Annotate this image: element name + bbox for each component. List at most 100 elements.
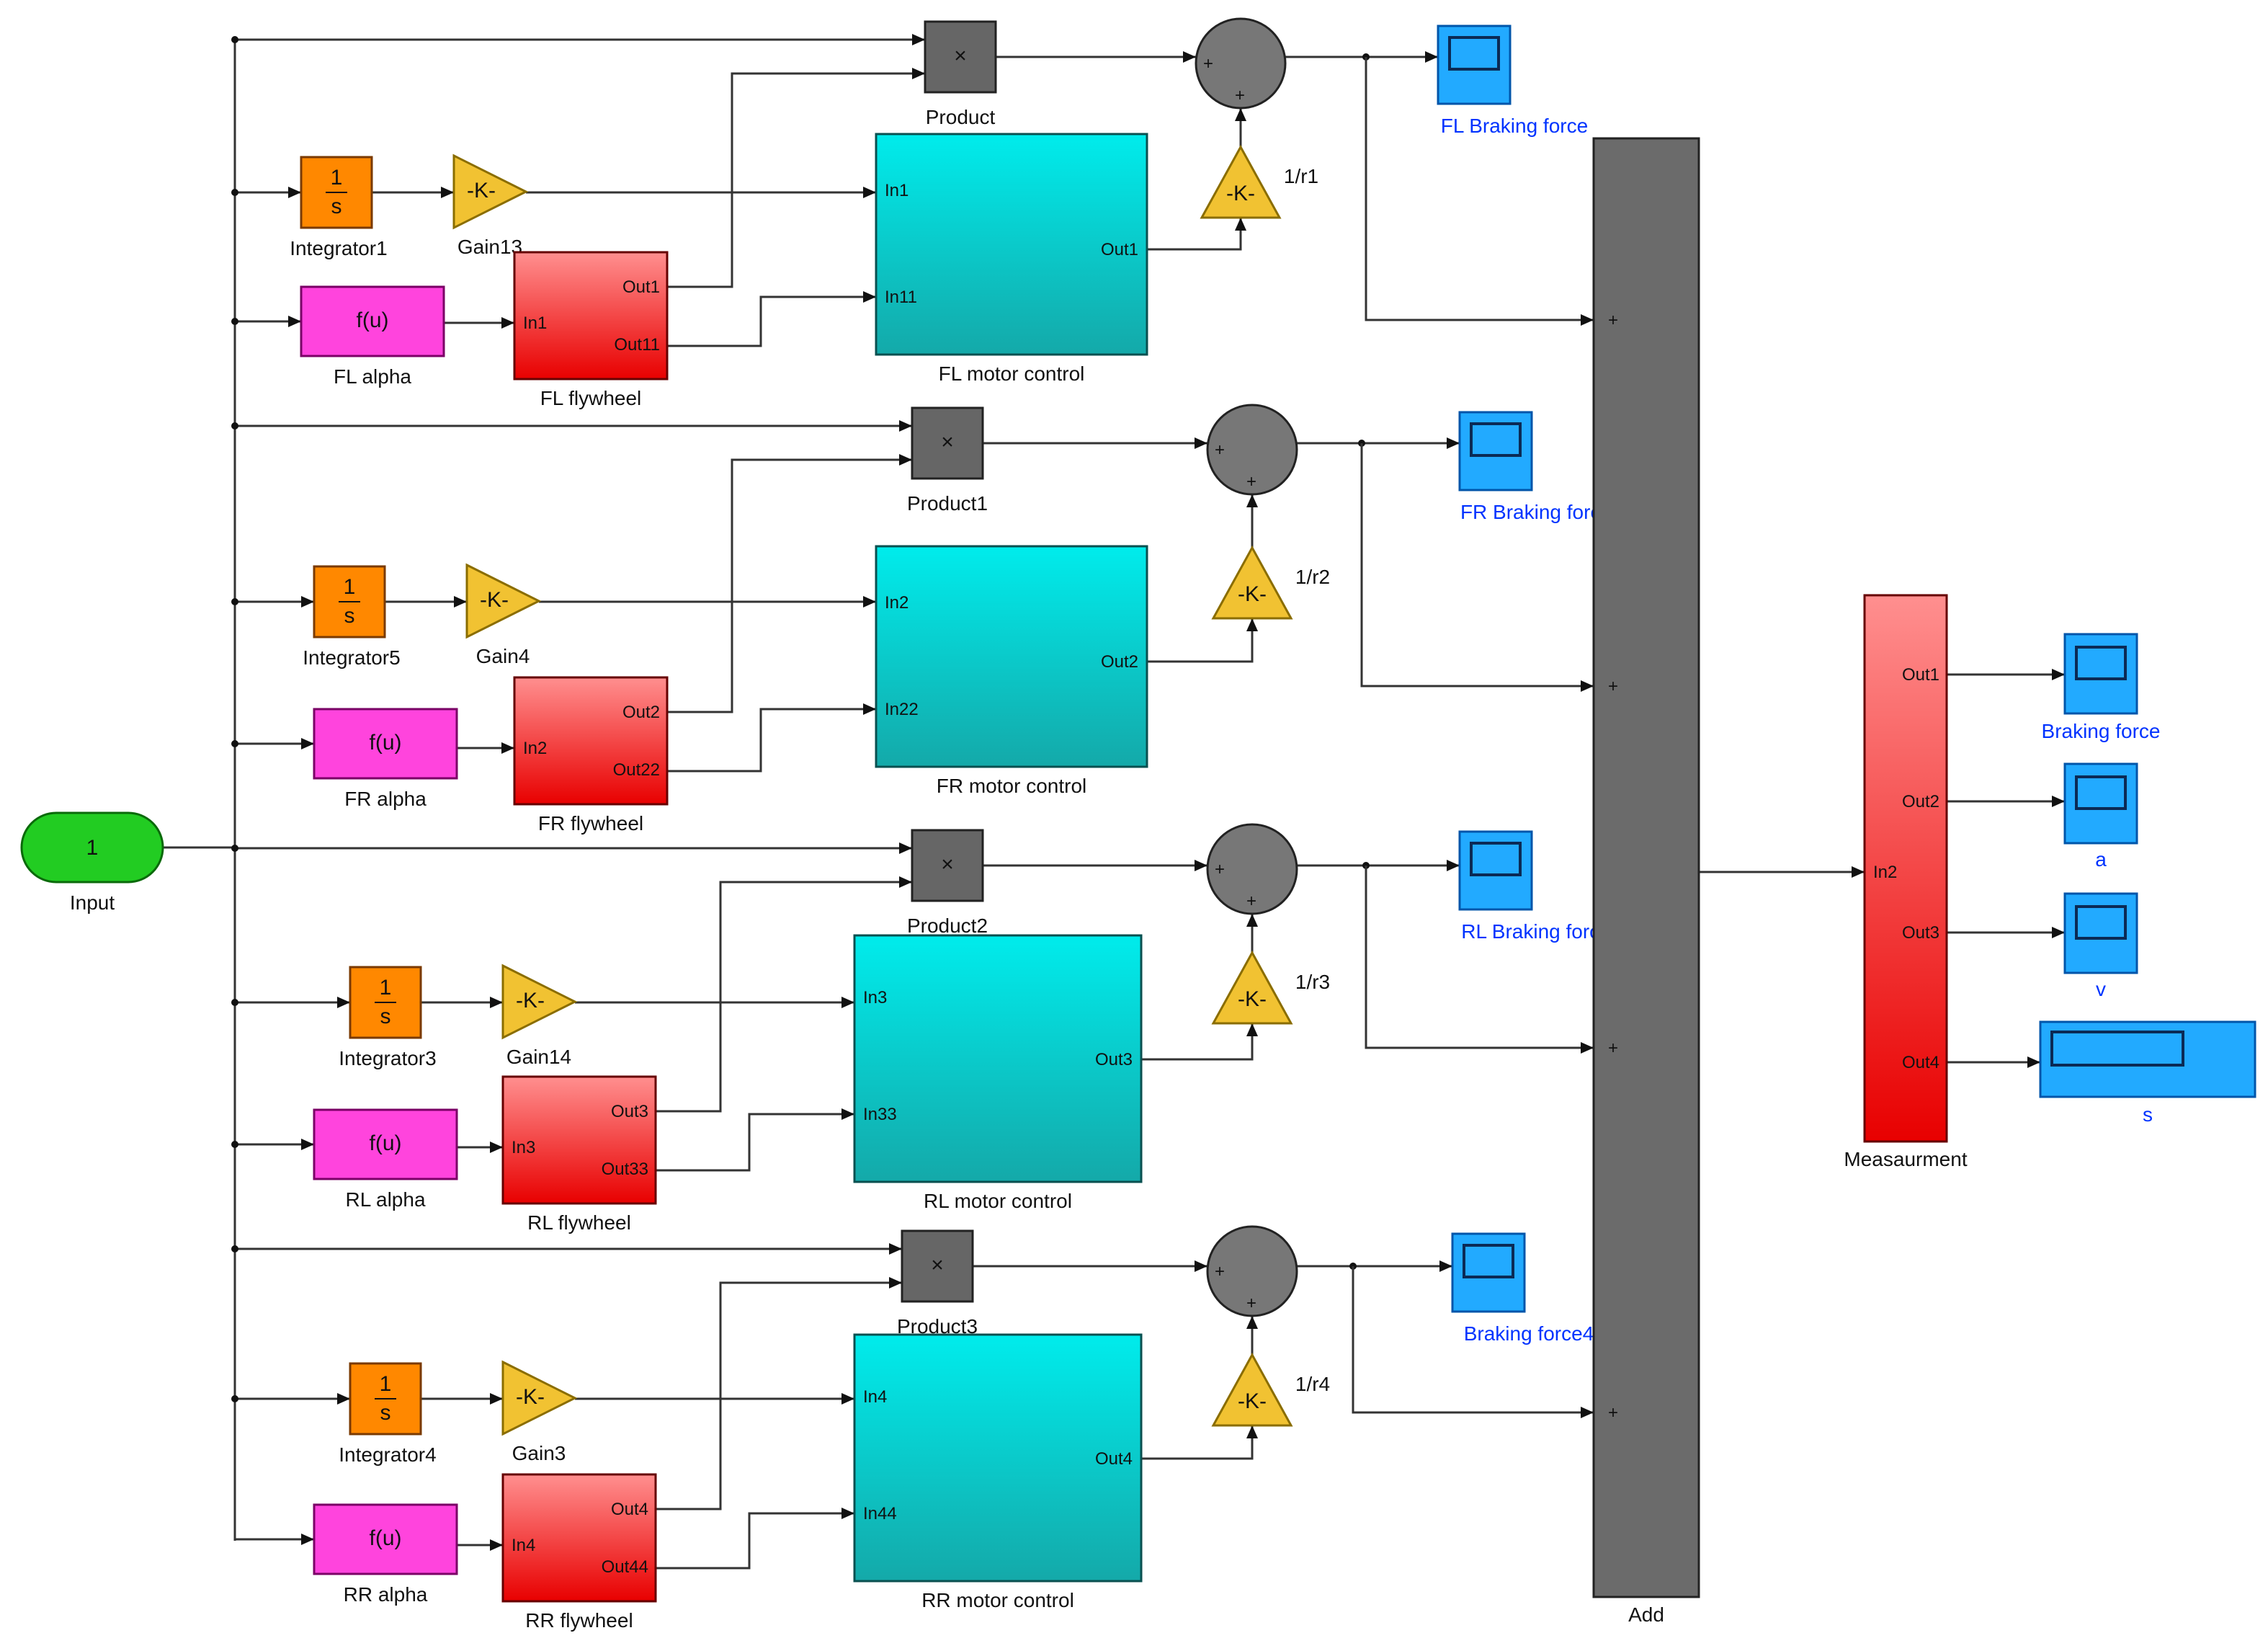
sum-plus: + xyxy=(1235,86,1245,105)
product-block[interactable] xyxy=(901,1229,974,1303)
flywheel-label: FL flywheel xyxy=(540,387,642,409)
measurement-block[interactable]: In2 Out1 Out2 Out3 Out4 Measaurment xyxy=(1844,594,1968,1170)
arrow-head-icon xyxy=(899,876,912,888)
gain-label: Gain4 xyxy=(476,645,530,667)
motor-control-block[interactable] xyxy=(875,133,1148,356)
inverse-radius-gain-block[interactable] xyxy=(1211,545,1293,620)
alpha-fcn-block[interactable] xyxy=(313,708,458,780)
add-plus-2: + xyxy=(1608,677,1618,696)
arrow-head-icon xyxy=(841,1108,854,1120)
arrow-head-icon xyxy=(1581,314,1594,326)
gain-block[interactable] xyxy=(465,563,542,639)
arrow-head-icon xyxy=(2052,669,2065,680)
flywheel-in-port: In2 xyxy=(523,739,547,758)
flywheel-to-motor[interactable] xyxy=(656,1512,854,1570)
arrow-head-icon xyxy=(899,842,912,854)
flywheel-block[interactable] xyxy=(501,1075,657,1205)
branch-point xyxy=(231,1141,238,1148)
flywheel-to-product[interactable] xyxy=(667,458,912,713)
signal-wires xyxy=(163,34,2065,1570)
row-4: ×Product3++Braking force4-K-1/r41sIntegr… xyxy=(313,1225,1594,1632)
braking-force-scope-label: FL Braking force xyxy=(1441,115,1588,137)
branch-point xyxy=(231,189,238,196)
arrow-head-icon xyxy=(490,1393,503,1405)
motor-to-gain[interactable] xyxy=(1147,618,1254,663)
product-block[interactable] xyxy=(924,20,997,94)
arrow-head-icon xyxy=(2052,796,2065,807)
integrator-denominator: s xyxy=(380,1401,391,1425)
add-block-shape[interactable] xyxy=(1592,137,1700,1598)
sum-plus: + xyxy=(1203,54,1213,74)
arrow-head-icon xyxy=(490,1142,503,1153)
arrow-head-icon xyxy=(301,596,314,608)
sum-block[interactable] xyxy=(1206,823,1298,915)
flywheel-to-motor[interactable] xyxy=(656,1113,854,1172)
alpha-fcn-block[interactable] xyxy=(313,1503,458,1575)
inverse-radius-gain-label: 1/r2 xyxy=(1295,566,1330,588)
gain-symbol: -K- xyxy=(1238,582,1267,606)
sum-to-add[interactable] xyxy=(1360,443,1594,687)
flywheel-block[interactable] xyxy=(513,251,669,381)
gain-block[interactable] xyxy=(452,153,529,230)
sum-block[interactable] xyxy=(1206,1225,1298,1317)
arrow-head-icon xyxy=(1581,1042,1594,1054)
output-scope-braking-force[interactable]: Braking force xyxy=(2042,633,2161,742)
motor-to-gain[interactable] xyxy=(1141,1425,1254,1460)
flywheel-to-product[interactable] xyxy=(667,72,925,288)
motor-control-label: FL motor control xyxy=(939,362,1085,385)
product-block[interactable] xyxy=(911,406,984,480)
motor-to-gain[interactable] xyxy=(1147,218,1242,251)
motor-in1-port: In2 xyxy=(885,593,908,613)
sum-to-add[interactable] xyxy=(1365,865,1594,1049)
output-display-s[interactable]: s xyxy=(2039,1020,2256,1126)
gain-symbol: -K- xyxy=(467,179,496,203)
gain-label: Gain3 xyxy=(512,1442,566,1464)
alpha-fcn-block[interactable] xyxy=(313,1108,458,1180)
sum-to-add[interactable] xyxy=(1365,57,1594,321)
motor-to-gain[interactable] xyxy=(1141,1023,1254,1061)
arrow-head-icon xyxy=(337,1393,350,1405)
flywheel-to-motor[interactable] xyxy=(667,295,876,347)
flywheel-in-port: In1 xyxy=(523,313,547,333)
inverse-radius-gain-block[interactable] xyxy=(1211,1352,1293,1427)
flywheel-block[interactable] xyxy=(513,676,669,806)
inverse-radius-gain-label: 1/r4 xyxy=(1295,1373,1330,1395)
arrow-head-icon xyxy=(899,420,912,432)
alpha-fcn-block[interactable] xyxy=(300,285,445,357)
output-scope-a[interactable]: a xyxy=(2063,762,2138,871)
flywheel-out1-port: Out4 xyxy=(611,1500,648,1519)
flywheel-to-motor[interactable] xyxy=(667,708,876,773)
inverse-radius-gain-block[interactable] xyxy=(1211,950,1293,1025)
flywheel-block[interactable] xyxy=(501,1473,657,1603)
motor-control-block[interactable] xyxy=(853,934,1143,1183)
product-label: Product2 xyxy=(907,914,988,937)
fcn-symbol: f(u) xyxy=(370,731,402,755)
output-scope-v[interactable]: v xyxy=(2063,892,2138,1000)
gain-block[interactable] xyxy=(501,964,578,1040)
arrow-head-icon xyxy=(841,1508,854,1519)
arrow-head-icon xyxy=(301,1139,314,1150)
output-display-s-label: s xyxy=(2143,1103,2153,1126)
product-symbol: × xyxy=(941,853,954,876)
integrator-numerator: 1 xyxy=(331,166,343,190)
flywheel-label: RR flywheel xyxy=(525,1609,633,1632)
product-block[interactable] xyxy=(911,829,984,902)
sum-block[interactable] xyxy=(1206,404,1298,496)
measurement-out3-port: Out3 xyxy=(1902,923,1939,943)
flywheel-to-product[interactable] xyxy=(656,881,912,1113)
flywheel-to-product[interactable] xyxy=(656,1281,902,1510)
branch-point xyxy=(231,318,238,325)
input-block-shape[interactable] xyxy=(20,811,164,884)
sum-block[interactable] xyxy=(1195,17,1287,110)
motor-control-block[interactable] xyxy=(875,545,1148,768)
gain-block[interactable] xyxy=(501,1360,578,1436)
arrow-head-icon xyxy=(1235,218,1246,231)
inverse-radius-gain-block[interactable] xyxy=(1200,144,1282,219)
sum-to-add[interactable] xyxy=(1352,1266,1594,1414)
motor-control-block[interactable] xyxy=(853,1333,1143,1583)
braking-force-scope-label: Braking force4 xyxy=(1464,1322,1594,1345)
input-block[interactable]: 1 Input xyxy=(20,811,164,914)
measurement-block-shape[interactable] xyxy=(1863,594,1948,1143)
add-block[interactable]: + + + + Add xyxy=(1592,137,1700,1626)
